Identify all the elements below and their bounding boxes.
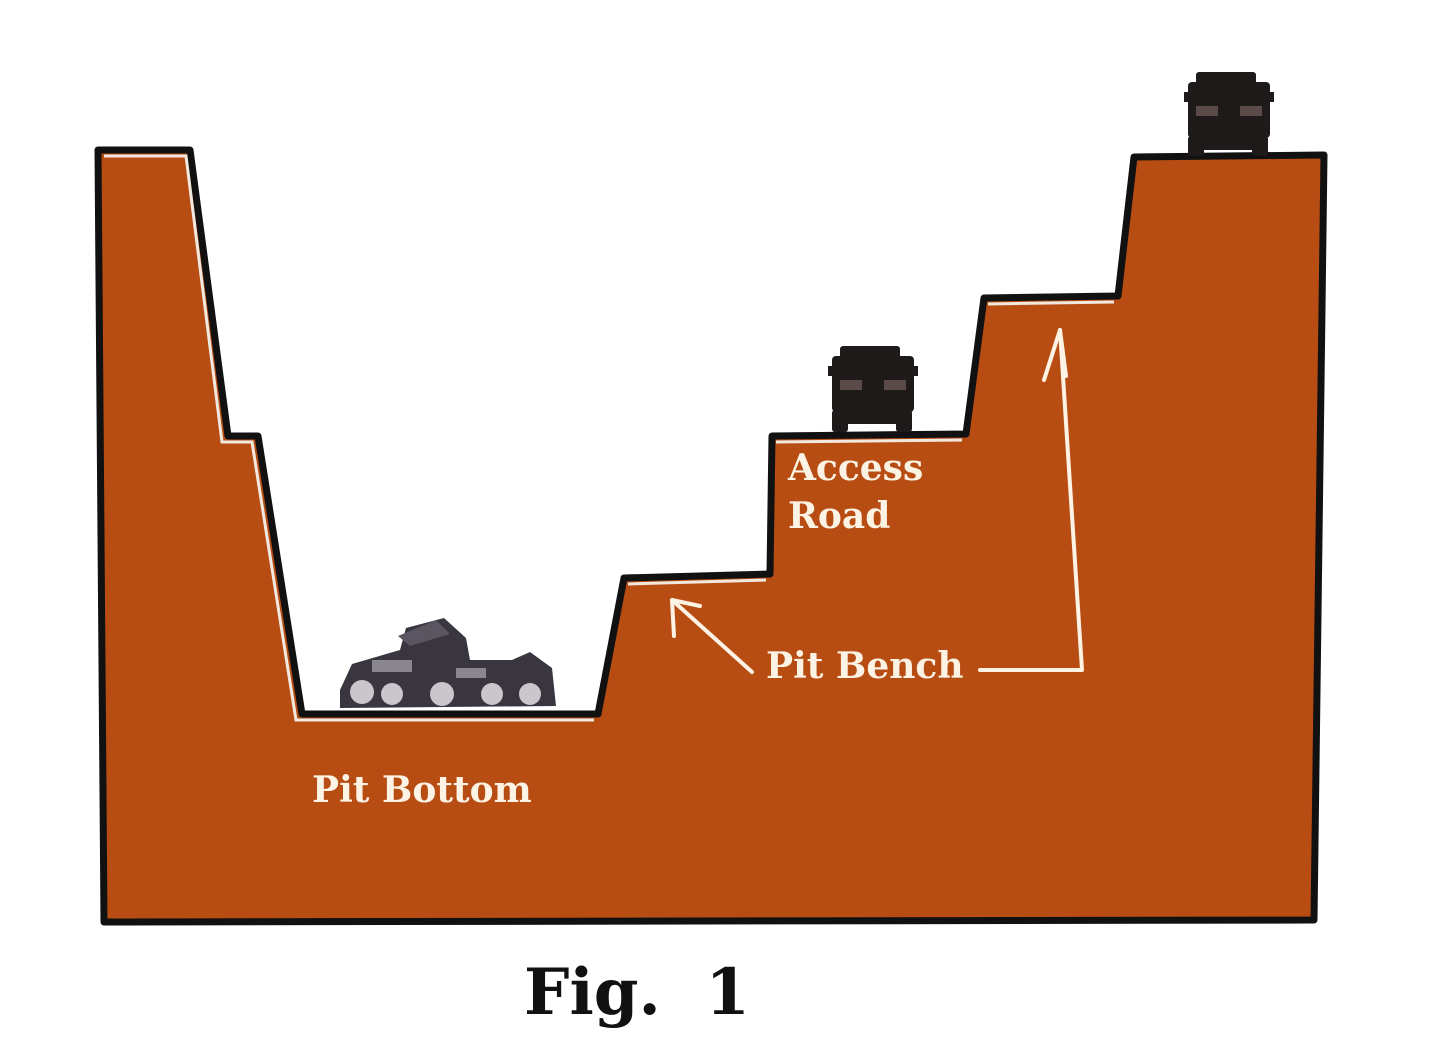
pit-earth — [94, 146, 1328, 926]
pit-bench-label: Pit Bench — [766, 645, 964, 687]
excavator-icon — [340, 618, 556, 708]
pit-bottom-label: Pit Bottom — [312, 769, 532, 811]
arrowhead-left — [670, 598, 702, 638]
bench-highlight — [104, 154, 594, 722]
bench-highlight-right — [627, 300, 1115, 586]
haul-truck-icon — [1184, 72, 1274, 156]
pit-bench-pointers — [670, 328, 1084, 674]
pit-bench-pointer-left — [670, 598, 754, 674]
access-road-label-line2: Road — [788, 495, 890, 537]
arrowhead-right — [1042, 328, 1068, 382]
pit-bench-pointer-right — [978, 328, 1084, 672]
haul-truck-icon — [828, 346, 918, 432]
figure-caption: Fig. 1 — [524, 955, 750, 1030]
access-road-label: Access — [787, 447, 923, 489]
